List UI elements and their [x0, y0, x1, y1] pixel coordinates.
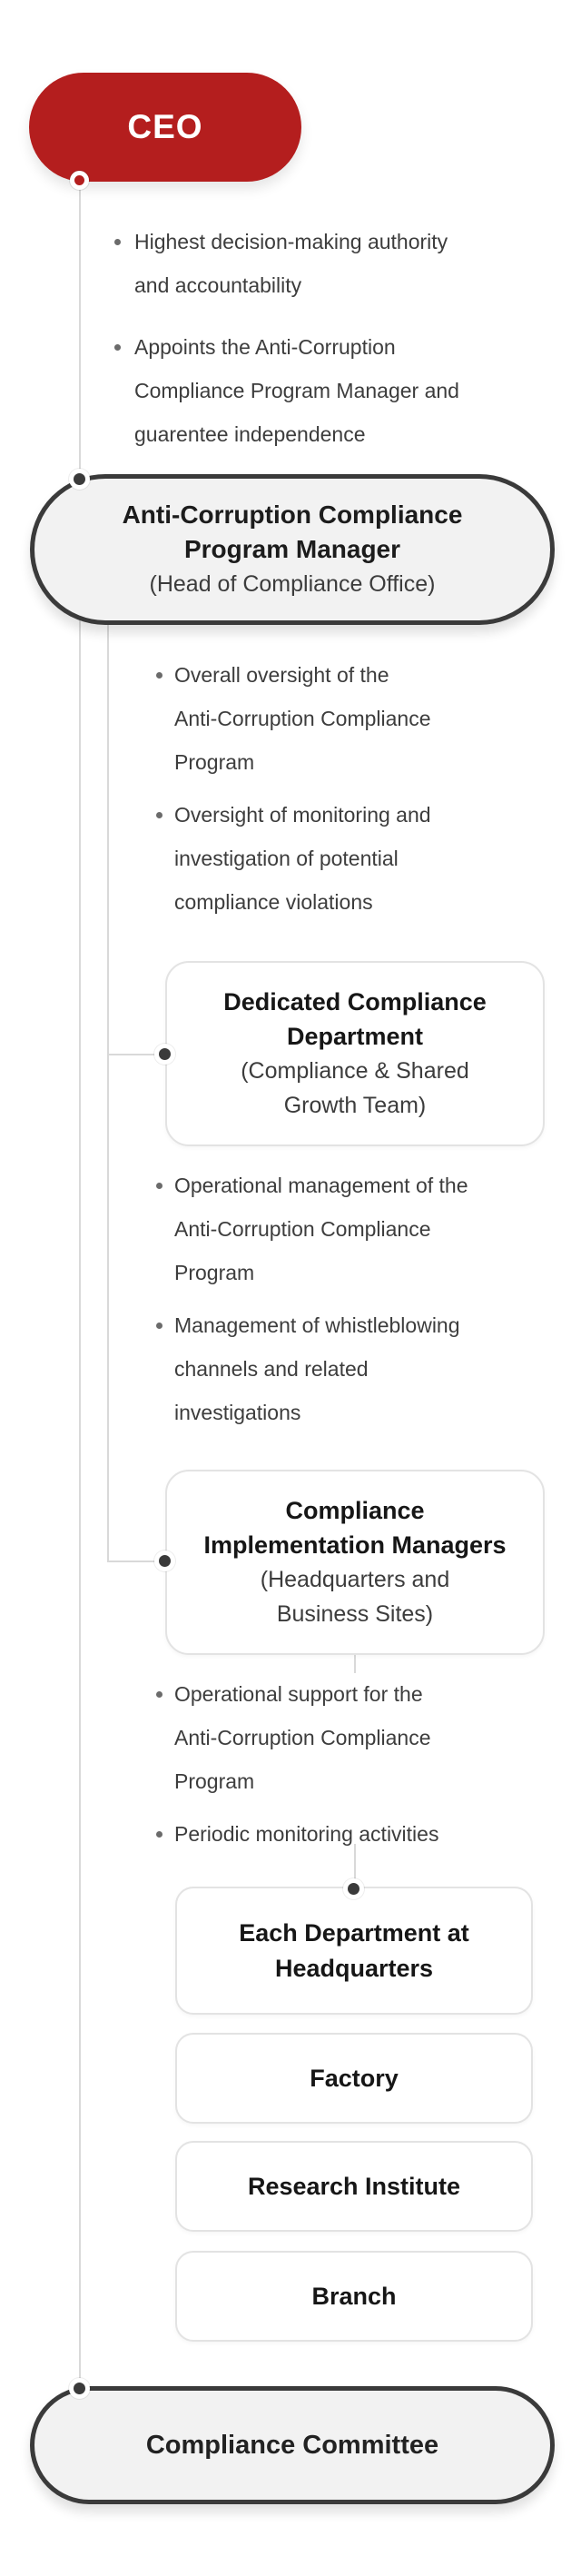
bullet-item: Overall oversight of the Anti-Corruption…: [156, 653, 551, 784]
dedicated-department-node: Dedicated Compliance Department (Complia…: [165, 961, 545, 1146]
dedicated-connector-line: [108, 1054, 166, 1055]
title-line: Headquarters: [274, 1954, 434, 1982]
research-institute-node: Research Institute: [175, 2141, 533, 2232]
hq-connector-line: [354, 1844, 356, 1887]
title-line: Dedicated Compliance: [223, 988, 487, 1016]
title-line: Each Department at: [239, 1918, 469, 1947]
bullet-line: Compliance Program Manager and: [134, 379, 459, 402]
title-line: Department: [286, 1023, 423, 1050]
bullet-line: Program: [174, 1769, 255, 1793]
bullet-marker-icon: [114, 239, 121, 245]
hq-departments-node: Each Department at Headquarters: [175, 1887, 533, 2015]
program-manager-title: Anti-Corruption Compliance Program Manag…: [123, 498, 463, 567]
bullet-line: Anti-Corruption Compliance: [174, 1217, 431, 1241]
bullet-line: Program: [174, 750, 255, 774]
bullet-line: Program: [174, 1261, 255, 1284]
bullet-item: Operational management of the Anti-Corru…: [156, 1164, 551, 1294]
subtitle-line: Growth Team): [283, 1093, 427, 1118]
title-line: Compliance: [285, 1497, 425, 1524]
subtitle-line: Business Sites): [276, 1601, 434, 1627]
title-line: Program Manager: [183, 535, 401, 563]
branch-label: Branch: [311, 2282, 397, 2310]
bullet-marker-icon: [114, 344, 121, 351]
bullet-item: Operational support for the Anti-Corrupt…: [156, 1672, 551, 1803]
bullet-line: compliance violations: [174, 890, 373, 914]
program-manager-anchor-dot: [69, 469, 90, 490]
branch-node: Branch: [175, 2251, 533, 2342]
bullet-line: Oversight of monitoring and: [174, 803, 431, 827]
implementation-managers-subtitle: (Headquarters and Business Sites): [261, 1562, 449, 1631]
compliance-committee-label: Compliance Committee: [145, 2430, 439, 2460]
bullet-line: Periodic monitoring activities: [174, 1822, 439, 1846]
bullet-marker-icon: [156, 1691, 162, 1698]
compliance-committee-anchor-dot: [69, 2378, 90, 2399]
bullet-item: Appoints the Anti-Corruption Compliance …: [114, 325, 518, 456]
bullet-line: Anti-Corruption Compliance: [174, 707, 431, 730]
bullet-line: channels and related: [174, 1357, 369, 1381]
hq-departments-anchor-dot: [343, 1878, 364, 1899]
ceo-node: CEO: [29, 73, 301, 182]
bullet-marker-icon: [156, 672, 162, 679]
branch-line: [107, 625, 109, 1562]
ceo-bullet-list: Highest decision-making authority and ac…: [114, 220, 518, 456]
research-institute-label: Research Institute: [247, 2172, 461, 2200]
implementation-managers-node: Compliance Implementation Managers (Head…: [165, 1470, 545, 1655]
implementation-managers-title: Compliance Implementation Managers: [203, 1493, 506, 1562]
bullet-marker-icon: [156, 1183, 162, 1189]
program-manager-node: Anti-Corruption Compliance Program Manag…: [30, 474, 555, 625]
bullet-item: Oversight of monitoring and investigatio…: [156, 793, 551, 924]
bullet-marker-icon: [156, 812, 162, 818]
bullet-marker-icon: [156, 1831, 162, 1838]
subtitle-line: (Headquarters and: [260, 1567, 450, 1592]
subtitle-line: (Compliance & Shared: [241, 1058, 469, 1084]
bullet-line: Operational management of the: [174, 1174, 468, 1197]
factory-node: Factory: [175, 2033, 533, 2124]
bullet-item: Management of whistleblowing channels an…: [156, 1303, 551, 1434]
dedicated-department-subtitle: (Compliance & Shared Growth Team): [241, 1054, 469, 1123]
compliance-committee-node: Compliance Committee: [30, 2386, 555, 2504]
bullet-marker-icon: [156, 1323, 162, 1329]
ceo-anchor-dot: [70, 171, 89, 190]
bullet-item: Highest decision-making authority and ac…: [114, 220, 518, 307]
bullet-line: investigations: [174, 1401, 301, 1424]
bullet-line: Overall oversight of the: [174, 663, 389, 687]
bullet-line: investigation of potential: [174, 847, 399, 870]
title-line: Implementation Managers: [203, 1531, 507, 1559]
bullet-line: and accountability: [134, 273, 302, 297]
bullet-line: guarentee independence: [134, 422, 366, 446]
title-line: Anti-Corruption Compliance: [122, 500, 463, 529]
bullet-line: Anti-Corruption Compliance: [174, 1726, 431, 1749]
implementation-stub-line: [354, 1655, 356, 1673]
hq-departments-title: Each Department at Headquarters: [239, 1916, 469, 1986]
implementation-managers-anchor-dot: [154, 1551, 175, 1571]
dedicated-department-anchor-dot: [154, 1044, 175, 1065]
dedicated-department-title: Dedicated Compliance Department: [223, 985, 487, 1054]
implementation-managers-bullet-list: Operational support for the Anti-Corrupt…: [156, 1672, 551, 1856]
implementation-connector-line: [108, 1560, 166, 1562]
dedicated-department-bullet-list: Operational management of the Anti-Corru…: [156, 1164, 551, 1434]
program-manager-subtitle: (Head of Compliance Office): [149, 571, 436, 597]
bullet-line: Appoints the Anti-Corruption: [134, 335, 396, 359]
factory-label: Factory: [310, 2064, 399, 2092]
bullet-line: Highest decision-making authority: [134, 230, 448, 253]
spine-line: [79, 181, 81, 2389]
ceo-label: CEO: [127, 108, 203, 145]
bullet-line: Operational support for the: [174, 1682, 423, 1706]
bullet-line: Management of whistleblowing: [174, 1313, 460, 1337]
bullet-item: Periodic monitoring activities: [156, 1812, 551, 1856]
program-manager-bullet-list: Overall oversight of the Anti-Corruption…: [156, 653, 551, 924]
